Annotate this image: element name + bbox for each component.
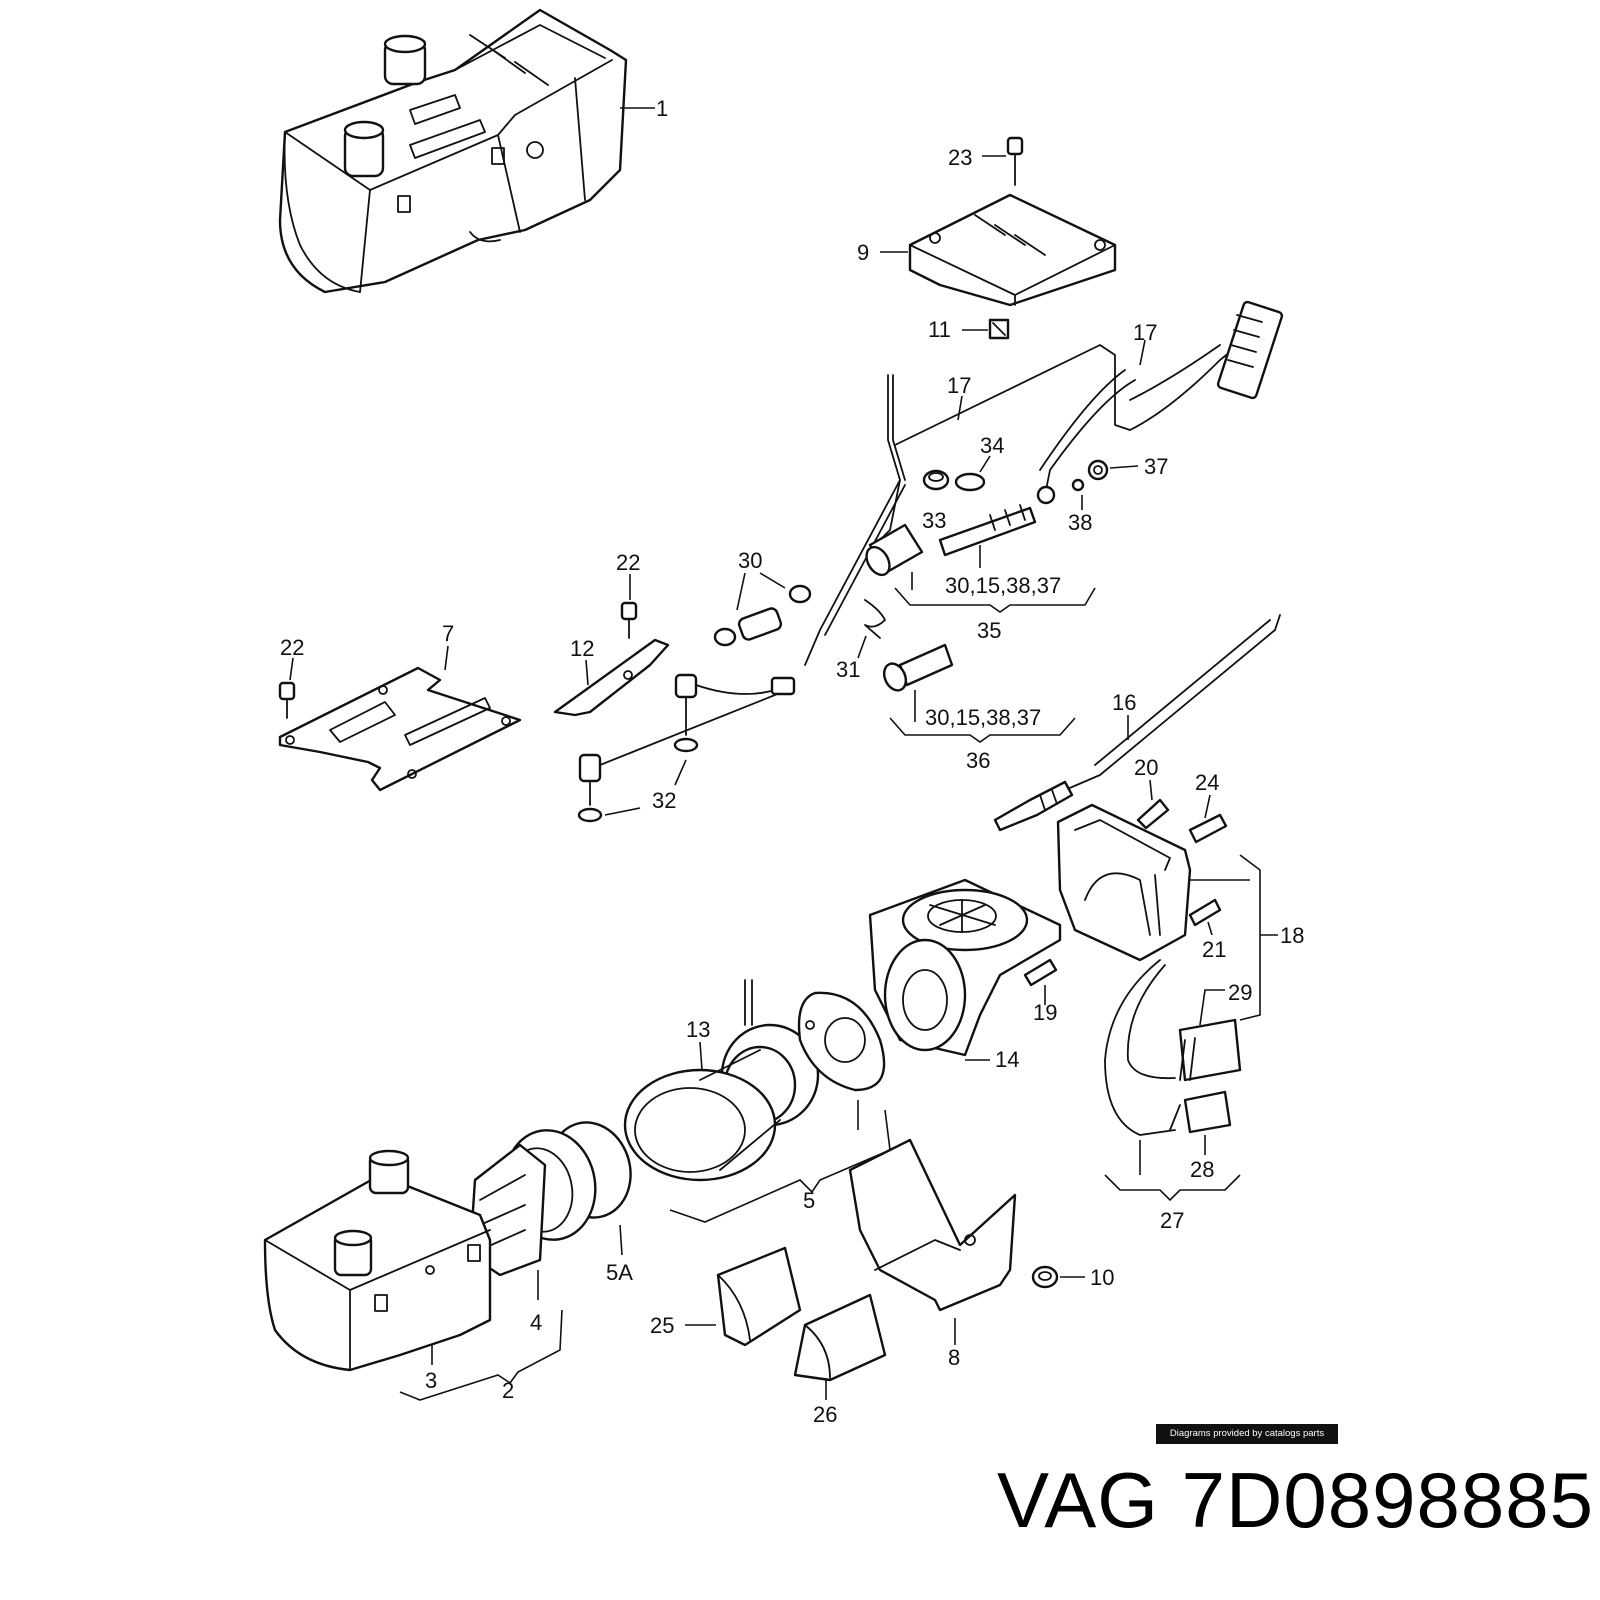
sensor-35 xyxy=(865,504,1037,577)
callout-1: 1 xyxy=(656,96,668,121)
control-cover-9 xyxy=(908,193,1117,307)
callout-34: 34 xyxy=(980,433,1004,458)
heater-body-3 xyxy=(263,1149,492,1372)
callout-23: 23 xyxy=(948,145,972,170)
callout-8: 8 xyxy=(948,1345,960,1370)
screw-20 xyxy=(1136,798,1170,830)
callout-26: 26 xyxy=(813,1402,837,1427)
connector-28 xyxy=(1169,1090,1232,1134)
callout-14: 14 xyxy=(995,1047,1019,1072)
callout-37: 37 xyxy=(1144,454,1168,479)
washer-38 xyxy=(1071,478,1085,492)
callout-30-15-38-37-lower: 30,15,38,37 xyxy=(925,705,1041,730)
callout-38: 38 xyxy=(1068,510,1092,535)
callout-31: 31 xyxy=(836,657,860,682)
callout-18: 18 xyxy=(1280,923,1304,948)
callout-2: 2 xyxy=(502,1378,514,1403)
glow-plug-16 xyxy=(993,614,1281,832)
clip-31 xyxy=(864,599,886,639)
callout-28: 28 xyxy=(1190,1157,1214,1182)
fan-motor-14 xyxy=(868,878,1062,1057)
callout-32: 32 xyxy=(652,788,676,813)
brand-label: VAG xyxy=(997,1456,1159,1544)
sensor-36 xyxy=(882,643,954,692)
callout-16: 16 xyxy=(1112,690,1136,715)
grommet-33 xyxy=(922,469,950,491)
housing-18 xyxy=(1056,803,1192,962)
callout-19: 19 xyxy=(1033,1000,1057,1025)
callout-5: 5 xyxy=(803,1188,815,1213)
gasket-5 xyxy=(797,991,886,1092)
diagram-credit-badge: Diagrams provided by catalogs parts xyxy=(1156,1424,1338,1444)
heater-unit-1 xyxy=(278,8,628,294)
part-number-label: 7D0898885 xyxy=(1181,1456,1594,1544)
oring-sleeve-30 xyxy=(713,584,812,647)
screw-23 xyxy=(1006,136,1024,186)
harness-27 xyxy=(1104,959,1176,1136)
callout-22-lower: 22 xyxy=(280,635,304,660)
shell-25 xyxy=(716,1246,802,1347)
callout-7: 7 xyxy=(442,621,454,646)
callout-22-upper: 22 xyxy=(616,550,640,575)
callout-24: 24 xyxy=(1195,770,1219,795)
callout-36: 36 xyxy=(966,748,990,773)
wiring-harness-17 xyxy=(804,300,1284,666)
bracket-8 xyxy=(848,1138,1017,1312)
callout-25: 25 xyxy=(650,1313,674,1338)
clip-11 xyxy=(988,318,1010,340)
grommet-10 xyxy=(1031,1265,1059,1289)
callout-12: 12 xyxy=(570,636,594,661)
callout-33: 33 xyxy=(922,508,946,533)
screw-19 xyxy=(1023,958,1058,987)
callout-27: 27 xyxy=(1160,1208,1184,1233)
callout-29: 29 xyxy=(1228,980,1252,1005)
callout-3: 3 xyxy=(425,1368,437,1393)
callout-20: 20 xyxy=(1134,755,1158,780)
screw-22-a xyxy=(620,601,638,639)
callout-9: 9 xyxy=(857,240,869,265)
connector-29 xyxy=(1178,1018,1242,1082)
burner-tube-13 xyxy=(623,979,820,1182)
callout-35: 35 xyxy=(977,618,1001,643)
connector-32 xyxy=(577,673,796,823)
callout-30-top: 30 xyxy=(738,548,762,573)
callout-11: 11 xyxy=(928,317,951,342)
screw-24 xyxy=(1188,813,1228,844)
callout-21: 21 xyxy=(1202,937,1226,962)
callout-30-15-38-37-upper: 30,15,38,37 xyxy=(945,573,1061,598)
plate-7 xyxy=(278,666,522,792)
callout-5a: 5A xyxy=(606,1260,633,1285)
callout-13: 13 xyxy=(686,1017,710,1042)
callout-17-right: 17 xyxy=(1133,320,1157,345)
cap-34 xyxy=(954,472,986,492)
part-number-caption: VAG 7D0898885 xyxy=(997,1455,1594,1546)
bracket-12 xyxy=(553,638,670,717)
shell-26 xyxy=(793,1293,887,1382)
nut-37 xyxy=(1087,459,1109,481)
callout-10: 10 xyxy=(1090,1265,1114,1290)
screw-21 xyxy=(1188,898,1222,927)
callout-4: 4 xyxy=(530,1310,542,1335)
callout-17-left: 17 xyxy=(947,373,971,398)
screw-22-b xyxy=(278,681,296,719)
